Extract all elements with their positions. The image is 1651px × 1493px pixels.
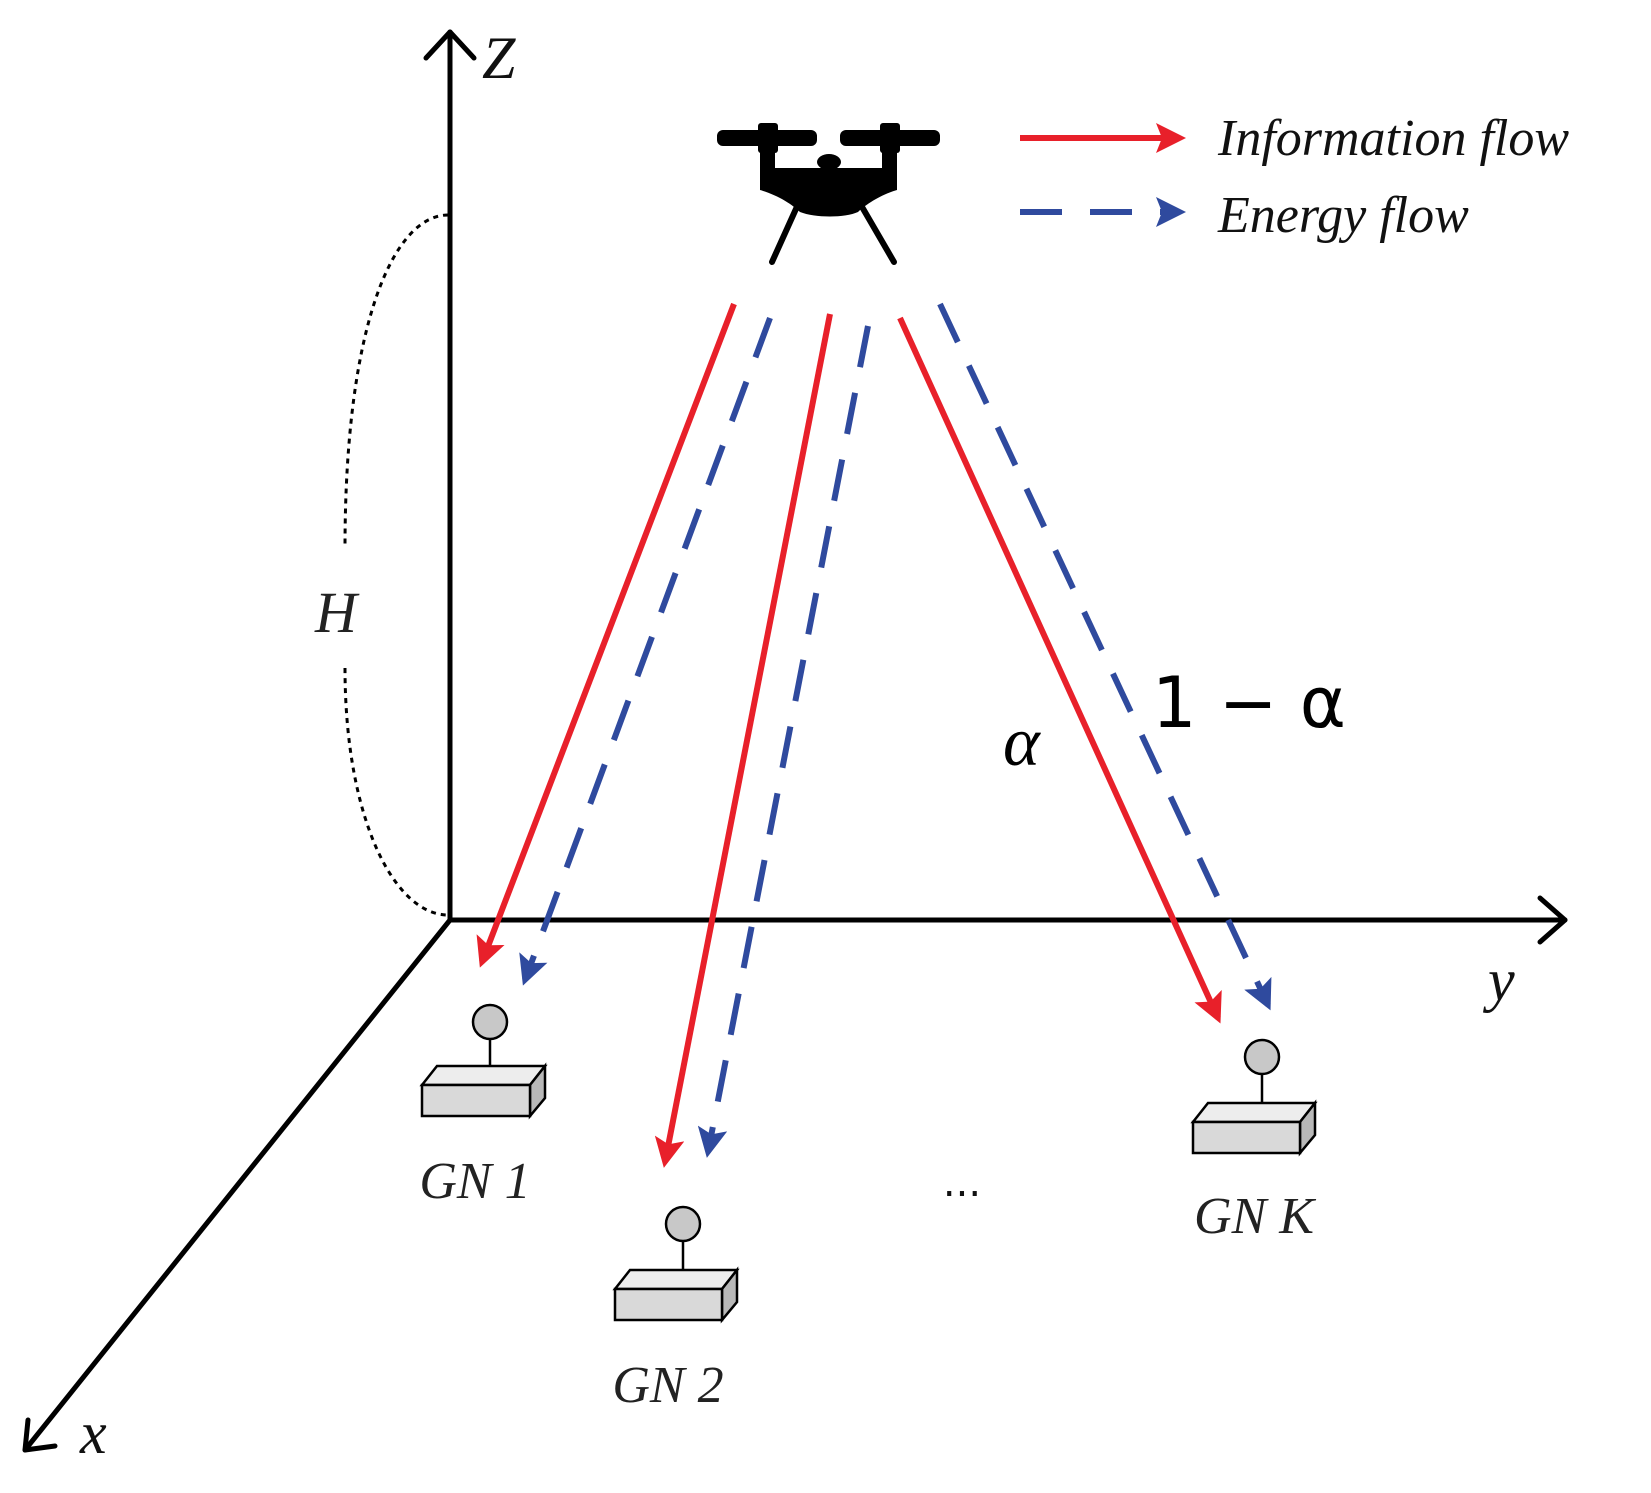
y-axis-label: y	[1482, 947, 1515, 1013]
ground-node-2	[612, 1205, 740, 1324]
ground-node-k	[1190, 1038, 1318, 1157]
legend: Information flow Energy flow	[1020, 110, 1569, 244]
legend-info-label: Information flow	[1217, 110, 1569, 167]
height-bracket	[343, 213, 449, 917]
z-axis-label: Z	[482, 25, 516, 91]
z-axis-arrowhead	[423, 29, 477, 61]
info-share-label: α	[1003, 704, 1041, 781]
y-axis-arrowhead	[1537, 895, 1568, 945]
gn1-label: GN 1	[419, 1153, 530, 1210]
flows	[476, 302, 1272, 1168]
energy-flow-gn1	[519, 316, 773, 986]
x-axis-arrowhead	[22, 1417, 58, 1453]
gnk-label: GN K	[1194, 1188, 1316, 1245]
drone-icon	[717, 123, 940, 265]
axes	[22, 29, 1568, 1453]
height-label: H	[314, 580, 360, 645]
x-axis	[22, 917, 453, 1453]
info-flow-gnk	[897, 316, 1222, 1024]
info-flow-gn1	[476, 302, 737, 968]
gn2-label: GN 2	[612, 1357, 723, 1414]
x-axis-label: x	[79, 1400, 107, 1466]
info-flow-gn2	[654, 313, 833, 1168]
energy-share-label: 1 − α	[1152, 662, 1346, 744]
energy-flow-gnk	[937, 302, 1272, 1011]
energy-flow-gn2	[697, 325, 871, 1158]
legend-energy-label: Energy flow	[1217, 187, 1469, 244]
ground-node-1	[419, 1003, 548, 1120]
ellipsis: ...	[943, 1160, 981, 1206]
